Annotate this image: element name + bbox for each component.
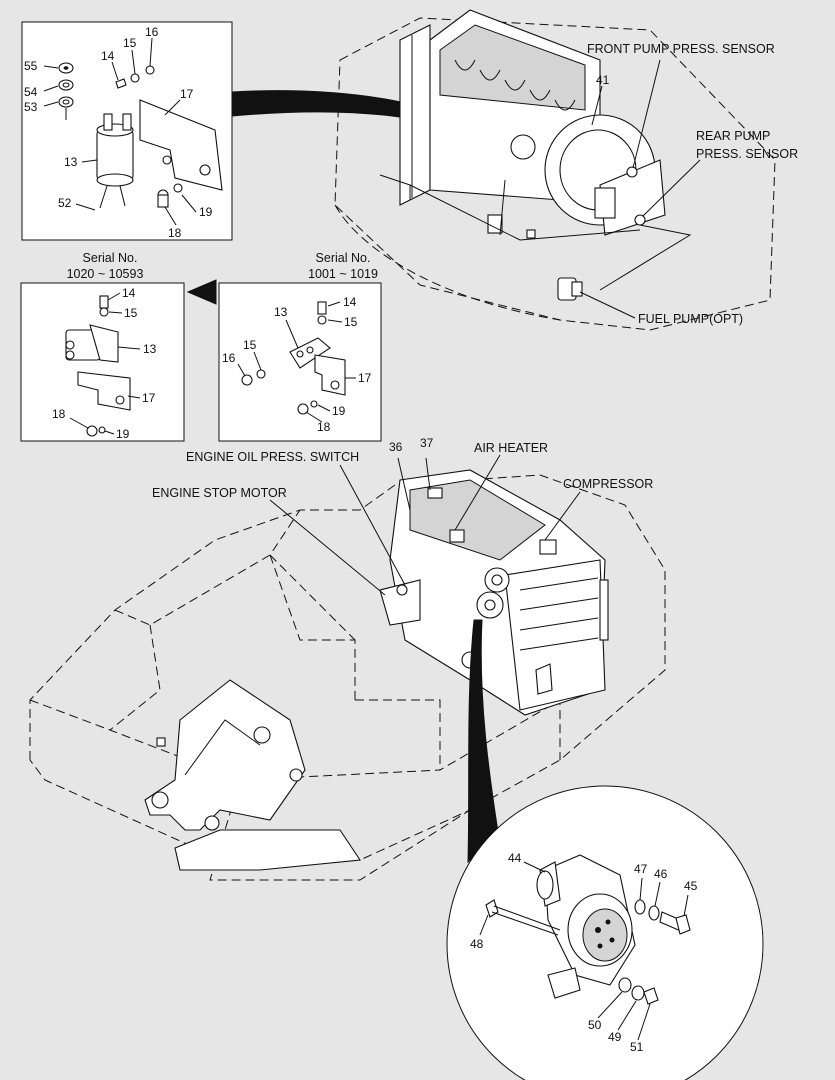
alternator-detail: 44 47 46 45 48 50 49 51	[446, 785, 764, 1080]
label-16-right: 16	[222, 351, 236, 365]
stop-solenoid	[96, 113, 134, 209]
label-52: 52	[58, 196, 72, 210]
label-13-right: 13	[274, 305, 288, 319]
label-45: 45	[684, 879, 698, 893]
label-14-right: 14	[343, 295, 357, 309]
fuel-pump	[557, 277, 583, 301]
serial-box-1001-1019: Serial No. 1001 ~ 1019 13 14 15 15 16 17…	[218, 251, 382, 442]
serial-title-right: Serial No.	[316, 251, 371, 265]
fuel-pump-label: FUEL PUMP(OPT)	[638, 312, 743, 326]
engine-top-view: 41 FRONT PUMP PRESS. SENSOR REAR PUMP PR…	[334, 9, 798, 331]
boom-bracket	[144, 679, 306, 831]
label-37: 37	[420, 436, 434, 450]
label-51: 51	[630, 1040, 644, 1054]
label-19-right: 19	[332, 404, 346, 418]
intake-manifold	[454, 59, 576, 111]
label-17-left: 17	[142, 391, 156, 405]
arrow-left	[186, 279, 217, 305]
serial-range-left: 1020 ~ 10593	[67, 267, 144, 281]
label-54: 54	[24, 85, 38, 99]
label-48: 48	[470, 937, 484, 951]
label-15-left: 15	[124, 306, 138, 320]
washer-stack	[58, 62, 74, 120]
serial-box-1020-10593: Serial No. 1020 ~ 10593 14 15 13 17 18 1…	[20, 251, 185, 442]
label-49: 49	[608, 1030, 622, 1044]
serial-title-left: Serial No.	[83, 251, 138, 265]
label-19-left: 19	[116, 427, 130, 441]
label-13: 13	[64, 155, 78, 169]
air-heater-label: AIR HEATER	[474, 441, 548, 455]
label-19: 19	[199, 205, 213, 219]
label-55: 55	[24, 59, 38, 73]
serial-range-right: 1001 ~ 1019	[308, 267, 378, 281]
machine-overview: ENGINE OIL PRESS. SWITCH ENGINE STOP MOT…	[29, 436, 666, 881]
label-15: 15	[123, 36, 137, 50]
label-13-left: 13	[143, 342, 157, 356]
detail-box-stop-solenoid: 55 54 53 14 15 16 17 13 52 19 18	[21, 21, 233, 241]
label-44: 44	[508, 851, 522, 865]
label-17: 17	[180, 87, 194, 101]
engine-stop-motor-label: ENGINE STOP MOTOR	[152, 486, 287, 500]
label-16: 16	[145, 25, 159, 39]
label-46: 46	[654, 867, 668, 881]
label-50: 50	[588, 1018, 602, 1032]
label-18: 18	[168, 226, 182, 240]
label-18-left: 18	[52, 407, 66, 421]
label-14-left: 14	[122, 286, 136, 300]
pointer-wedge-bottom	[467, 619, 499, 864]
label-53: 53	[24, 100, 38, 114]
label-36: 36	[389, 440, 403, 454]
label-15-right-b: 15	[243, 338, 257, 352]
label-41: 41	[596, 73, 610, 87]
label-18-right: 18	[317, 420, 331, 434]
rear-pump-sensor-label-2: PRESS. SENSOR	[696, 147, 798, 161]
label-14: 14	[101, 49, 115, 63]
front-pump-sensor-label: FRONT PUMP PRESS. SENSOR	[587, 42, 775, 56]
engine-oil-switch-label: ENGINE OIL PRESS. SWITCH	[186, 450, 359, 464]
compressor-label: COMPRESSOR	[563, 477, 653, 491]
rear-pump-sensor-label-1: REAR PUMP	[696, 129, 770, 143]
label-47: 47	[634, 862, 648, 876]
label-17-right: 17	[358, 371, 372, 385]
label-15-right: 15	[344, 315, 358, 329]
